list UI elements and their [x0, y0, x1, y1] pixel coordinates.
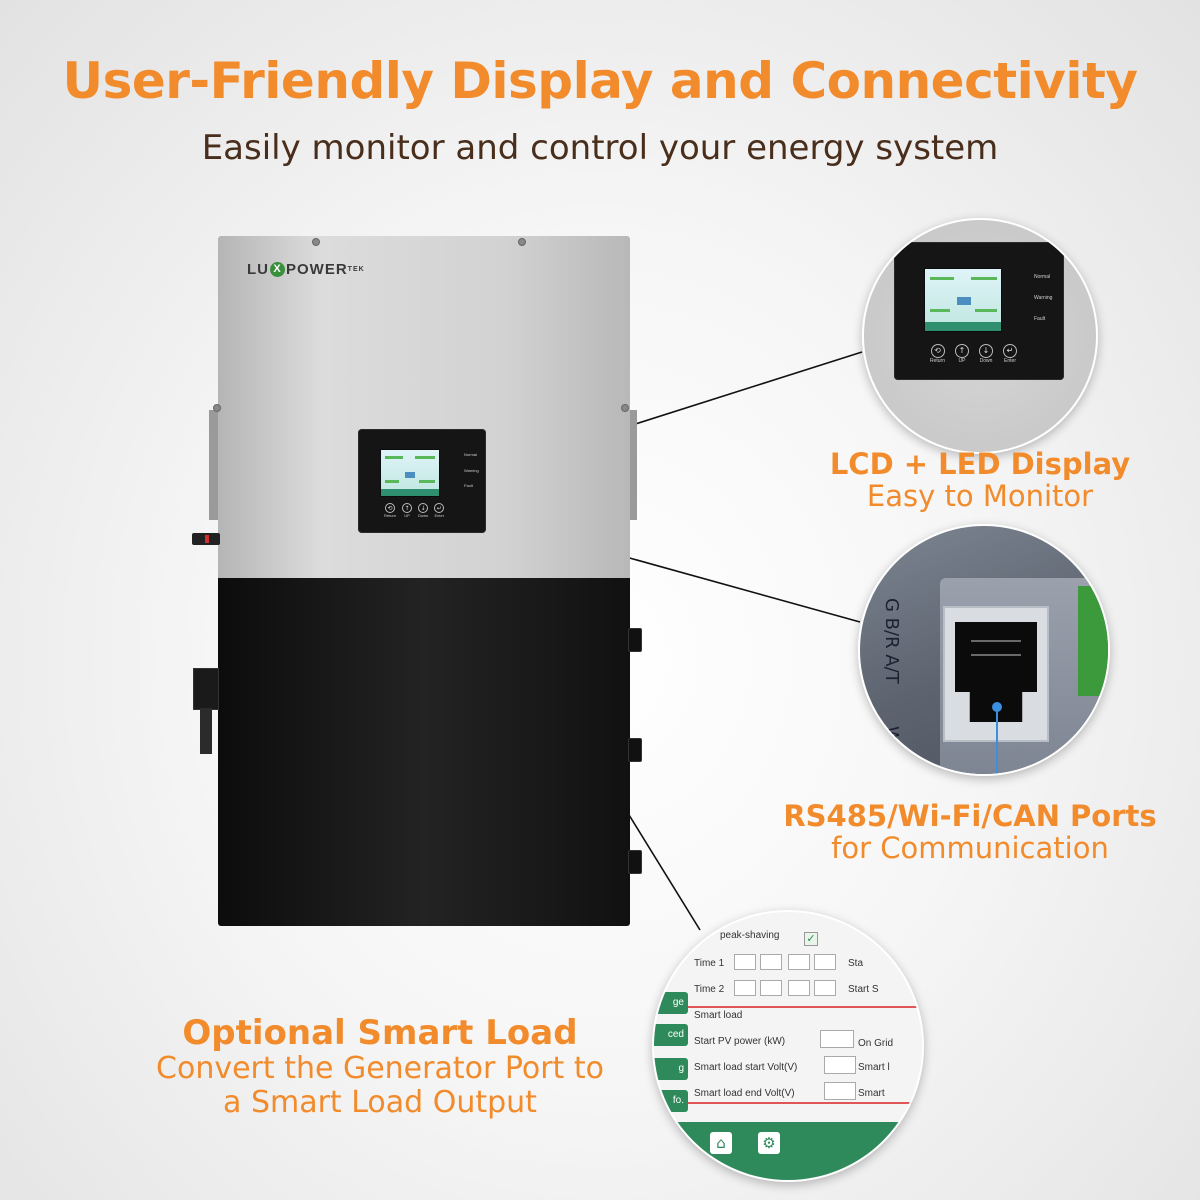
zoom-lcd-display: Normal Warning Fault ⟲Return ↑UP ↓Down ↵… — [862, 218, 1098, 454]
smart-load-section-label: Smart load — [694, 1010, 743, 1021]
gear-icon[interactable]: ⚙ — [758, 1132, 780, 1154]
time2-field[interactable] — [734, 980, 756, 996]
return-icon: ⟲ — [930, 344, 945, 358]
on-grid-label: On Grid — [858, 1038, 894, 1049]
display-panel-zoomed: Normal Warning Fault ⟲Return ↑UP ↓Down ↵… — [894, 242, 1064, 380]
peak-shaving-checkbox[interactable]: ✓ — [804, 932, 818, 946]
lcd-screen — [380, 449, 440, 497]
smart-load-end-volt-field[interactable] — [824, 1082, 856, 1100]
side-tab[interactable]: fo. — [654, 1090, 688, 1112]
page-subtitle: Easily monitor and control your energy s… — [201, 128, 999, 168]
button-row-zoomed: ⟲Return ↑UP ↓Down ↵Enter — [930, 344, 1018, 364]
return-button-zoomed[interactable]: ⟲Return — [930, 344, 946, 364]
led-label-warning: Warning — [464, 468, 479, 473]
lcd-screen-zoomed — [924, 268, 1002, 332]
enter-icon: ↵ — [434, 503, 445, 513]
start-pv-power-field[interactable] — [820, 1030, 854, 1048]
up-button[interactable]: ↑UP — [402, 503, 413, 518]
callout-lcd-led: LCD + LED Display Easy to Monitor — [800, 448, 1160, 513]
down-button-zoomed[interactable]: ↓Down — [979, 344, 994, 364]
cable-gland — [628, 850, 642, 874]
up-icon: ↑ — [955, 344, 970, 358]
port-label: G B/R A/T — [881, 598, 902, 684]
brand-lu: LU — [247, 261, 269, 278]
down-icon: ↓ — [418, 503, 429, 513]
door-lock — [200, 708, 212, 754]
door-handle — [193, 668, 219, 710]
terminal-block — [1078, 586, 1108, 696]
time1-field[interactable] — [788, 954, 810, 970]
smart-load-start-volt-field[interactable] — [824, 1056, 856, 1074]
enter-button-zoomed[interactable]: ↵Enter — [1003, 344, 1018, 364]
enter-icon: ↵ — [1003, 344, 1018, 358]
time2-field[interactable] — [814, 980, 836, 996]
led-label-fault: Fault — [464, 483, 473, 488]
smart-load-end-volt-label: Smart load end Volt(V) — [694, 1088, 795, 1099]
led-label-warning-zoomed: Warning — [1034, 295, 1053, 301]
return-button[interactable]: ⟲Return — [384, 503, 397, 518]
start-label-1: Sta — [848, 958, 864, 969]
side-tab[interactable]: ge — [654, 992, 688, 1014]
indicator-line — [996, 704, 998, 774]
section-border — [688, 1102, 922, 1104]
peak-shaving-label: peak-shaving — [720, 930, 780, 941]
zoom-smart-load-settings: peak-shaving ✓ Time 1 Sta Time 2 Start S… — [652, 910, 924, 1182]
screw — [518, 238, 526, 246]
mount-bracket-left — [209, 410, 219, 520]
time1-label: Time 1 — [694, 958, 725, 969]
brand-x-icon: X — [270, 262, 285, 277]
return-icon: ⟲ — [385, 503, 395, 513]
side-tab[interactable]: ced — [654, 1024, 688, 1046]
side-tab[interactable]: g — [654, 1058, 688, 1080]
callout-ports-heading: RS485/Wi-Fi/CAN Ports — [783, 799, 1157, 833]
start-label-2: Start S — [848, 984, 879, 995]
brand-tek: TEK — [347, 266, 365, 273]
cable-gland — [628, 628, 642, 652]
zoom-communication-port: G B/R A/T W — [858, 524, 1110, 776]
enter-button[interactable]: ↵Enter — [434, 503, 445, 518]
inverter-bottom-cover — [218, 578, 630, 926]
dc-switch — [192, 533, 220, 545]
screw — [312, 238, 320, 246]
display-panel: Normal Warning Fault ⟲Return ↑UP ↓Down ↵… — [358, 429, 486, 533]
connector-port — [625, 556, 861, 623]
time1-field[interactable] — [734, 954, 756, 970]
brand-power: POWER — [286, 261, 348, 278]
up-button-zoomed[interactable]: ↑UP — [955, 344, 970, 364]
start-pv-power-label: Start PV power (kW) — [694, 1036, 786, 1047]
bell-icon[interactable]: ⌂ — [710, 1132, 732, 1154]
page-title: User-Friendly Display and Connectivity — [62, 52, 1139, 110]
callout-smart-heading: Optional Smart Load — [182, 1013, 578, 1053]
software-toolbar: ⌂ ⚙ — [654, 1122, 922, 1180]
callout-smart-load: Optional Smart Load Convert the Generato… — [120, 1014, 640, 1119]
down-icon: ↓ — [979, 344, 994, 358]
smart-load-right-label: Smart l — [858, 1062, 890, 1073]
callout-lcd-sub: Easy to Monitor — [866, 479, 1094, 514]
time1-field[interactable] — [760, 954, 782, 970]
cable-gland — [628, 738, 642, 762]
time1-field[interactable] — [814, 954, 836, 970]
callout-smart-sub2: a Smart Load Output — [223, 1084, 537, 1120]
callout-ports-sub: for Communication — [831, 831, 1109, 866]
mount-bracket-right — [629, 410, 637, 520]
screw — [213, 404, 221, 412]
up-icon: ↑ — [402, 503, 413, 513]
time2-field[interactable] — [788, 980, 810, 996]
time2-label: Time 2 — [694, 984, 725, 995]
led-label-normal: Normal — [464, 452, 477, 457]
button-row: ⟲Return ↑UP ↓Down ↵Enter — [384, 503, 445, 518]
led-label-normal-zoomed: Normal — [1034, 274, 1051, 280]
smart-right-label: Smart — [858, 1088, 885, 1099]
led-label-fault-zoomed: Fault — [1034, 316, 1046, 322]
smart-load-start-volt-label: Smart load start Volt(V) — [694, 1062, 798, 1073]
callout-lcd-heading: LCD + LED Display — [829, 447, 1131, 481]
down-button[interactable]: ↓Down — [418, 503, 429, 518]
callout-ports: RS485/Wi-Fi/CAN Ports for Communication — [760, 800, 1180, 865]
port-label-w: W — [881, 726, 902, 744]
time2-field[interactable] — [760, 980, 782, 996]
screw — [621, 404, 629, 412]
section-border — [688, 1006, 922, 1008]
callout-smart-sub1: Convert the Generator Port to — [156, 1051, 604, 1087]
